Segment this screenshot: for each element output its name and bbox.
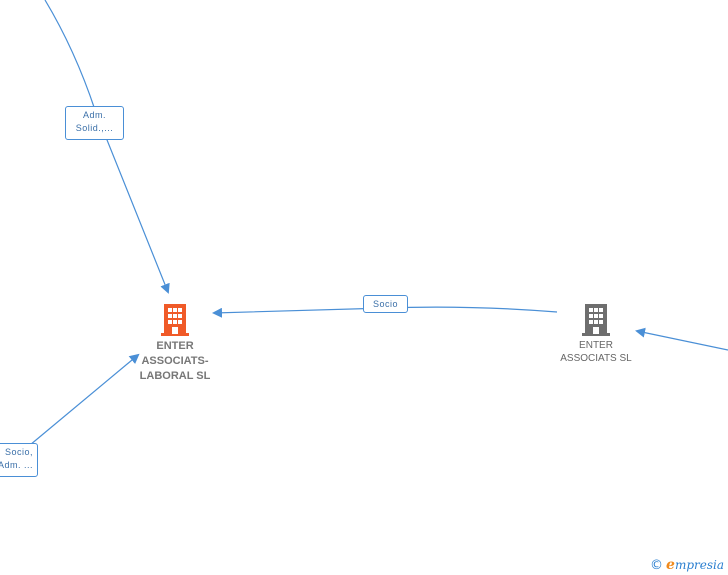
building-icon xyxy=(582,304,610,336)
node-other-label-line2: ASSOCIATS SL xyxy=(560,353,632,364)
node-main-label-line1: ENTER xyxy=(156,340,194,352)
node-main-label-line2: ASSOCIATS- xyxy=(141,355,209,367)
edge-right-line xyxy=(635,327,728,351)
edge-bottom-left-line xyxy=(29,353,140,446)
building-icon xyxy=(161,304,189,336)
edge-label-bottom-left[interactable]: Socio, Adm. ... xyxy=(0,443,38,477)
node-main-label: ENTER ASSOCIATS- LABORAL SL xyxy=(120,339,230,384)
edge-top-line xyxy=(44,0,170,294)
edge-label-top[interactable]: Adm. Solid.,... xyxy=(65,106,124,140)
edge-label-bottom-left-line2: Adm. ... xyxy=(0,460,33,470)
brand-name: empresia xyxy=(666,557,724,573)
edge-label-bottom-left-line1: Socio, xyxy=(4,447,33,457)
edge-label-middle-text: Socio xyxy=(372,299,398,309)
node-other-label: ENTER ASSOCIATS SL xyxy=(541,339,651,365)
node-enter-associats-laboral[interactable]: ENTER ASSOCIATS- LABORAL SL xyxy=(120,302,230,384)
brand-rest: mpresia xyxy=(674,558,724,572)
edge-label-middle[interactable]: Socio xyxy=(363,295,408,313)
edge-label-top-line1: Adm. xyxy=(82,110,106,120)
edge-label-top-line2: Solid.,... xyxy=(75,123,114,133)
brand-watermark: © empresia xyxy=(650,557,724,573)
copyright-symbol: © xyxy=(650,557,664,573)
node-main-label-line3: LABORAL SL xyxy=(139,370,211,382)
node-enter-associats[interactable]: ENTER ASSOCIATS SL xyxy=(541,302,651,365)
brand-initial: e xyxy=(666,557,675,573)
node-other-label-line1: ENTER xyxy=(579,340,613,351)
